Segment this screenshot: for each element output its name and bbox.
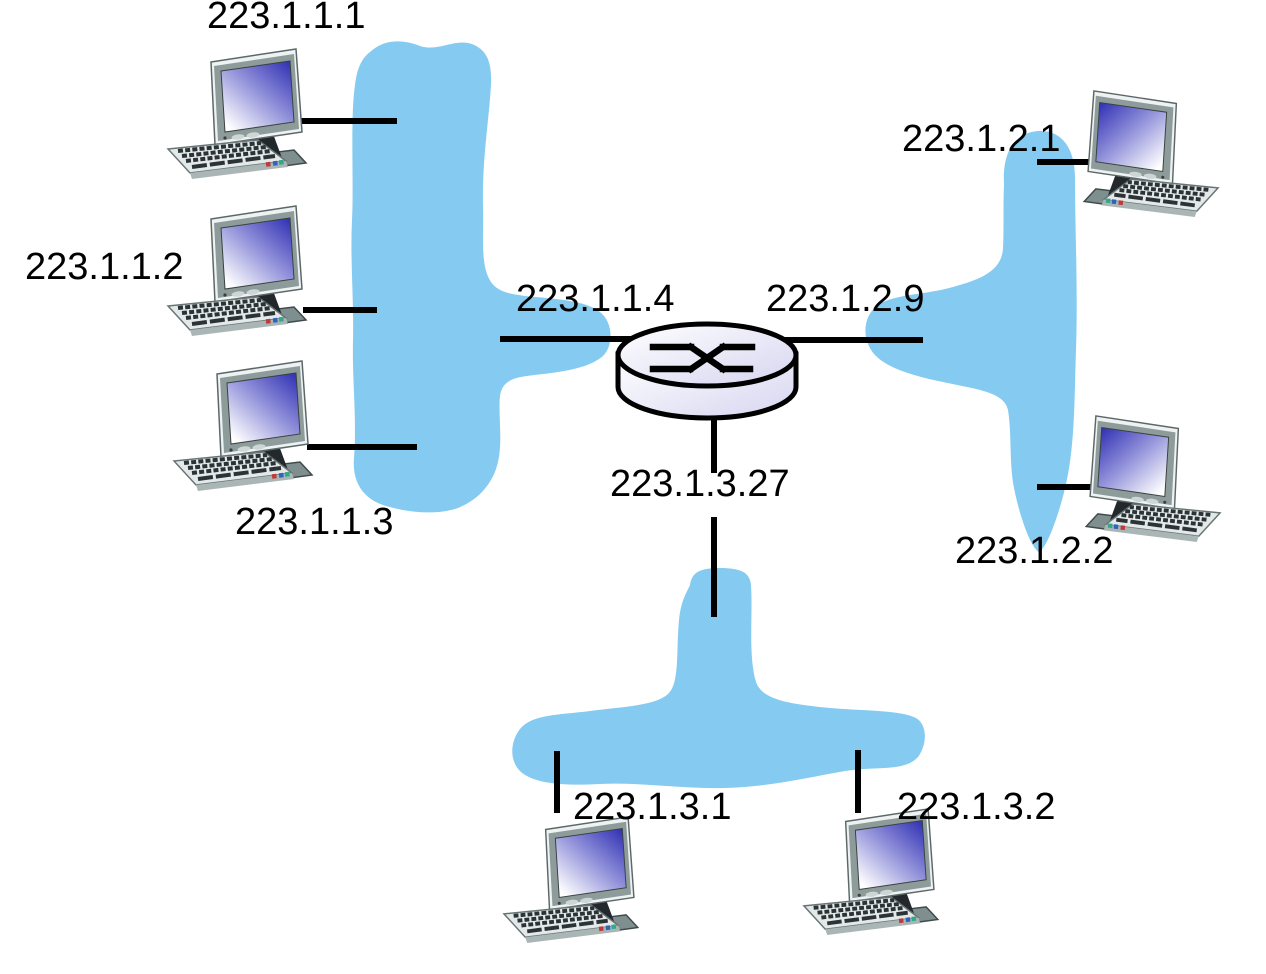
host-icon-223-1-3-1 [502, 814, 640, 945]
ip-label-host-223-1-2-1: 223.1.2.1 [902, 118, 1061, 160]
subnet-bottom-blob [512, 568, 925, 789]
ip-label-router-if-right: 223.1.2.9 [766, 278, 925, 320]
ip-label-host-223-1-3-2: 223.1.3.2 [897, 786, 1056, 828]
ip-label-router-if-left: 223.1.1.4 [516, 278, 675, 320]
ip-label-host-223-1-1-2: 223.1.1.2 [25, 246, 184, 288]
host-icon-223-1-1-1 [166, 47, 308, 181]
ip-label-host-223-1-1-1: 223.1.1.1 [207, 0, 366, 37]
subnet-right-blob [865, 130, 1077, 552]
ip-label-host-223-1-1-3: 223.1.1.3 [235, 501, 394, 543]
host-icon-223-1-2-1 [1082, 88, 1221, 219]
host-icon-223-1-1-2 [166, 204, 308, 338]
host-icon-223-1-2-2 [1084, 413, 1223, 544]
subnet-left-blob [351, 41, 611, 513]
host-icon-223-1-1-3 [172, 359, 314, 493]
router-crossbar-glyph [649, 342, 756, 374]
ip-label-host-223-1-3-1: 223.1.3.1 [573, 786, 732, 828]
ip-label-host-223-1-2-2: 223.1.2.2 [955, 530, 1114, 572]
ip-label-router-if-bottom: 223.1.3.27 [610, 463, 790, 505]
link-lines [297, 118, 1098, 813]
router-icon [615, 321, 799, 421]
